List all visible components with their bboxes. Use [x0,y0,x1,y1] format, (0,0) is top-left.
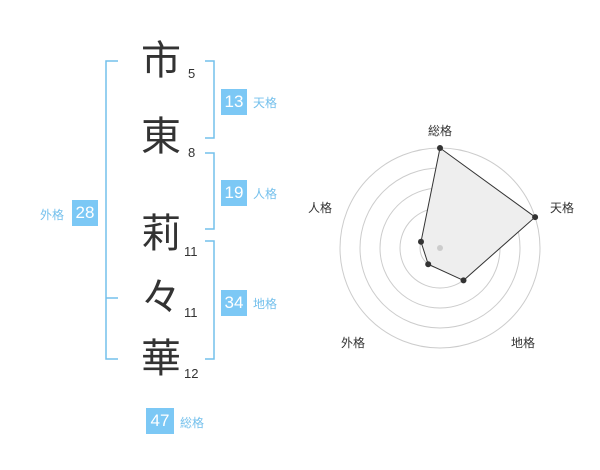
radar-point [437,145,443,151]
stroke-count: 11 [184,305,198,320]
radar-area [420,147,536,281]
gaikaku-score: 28 [72,200,98,226]
radar-label-tenkaku: 天格 [550,201,575,215]
radar-center [437,245,443,251]
jinkaku-label: 人格 [253,187,278,201]
chikaku-score: 34 [221,290,247,316]
chikaku-bracket [205,240,215,360]
stroke-count: 12 [184,366,199,381]
jinkaku-score: 19 [221,180,247,206]
name-character: 々 [141,275,181,321]
name-character: 市 [141,38,181,84]
tenkaku-label: 天格 [253,96,278,110]
name-character: 東 [141,114,181,160]
radar-label-gaikaku: 外格 [341,336,366,350]
tenkaku-score: 13 [221,89,247,115]
chikaku-label: 地格 [253,297,278,311]
soukaku-label: 総格 [180,416,205,430]
radar-point [418,238,424,245]
jinkaku-bracket [205,152,215,230]
stroke-count: 11 [184,244,198,259]
radar-point [532,214,539,221]
name-character: 莉 [141,211,181,257]
radar-label-chikaku: 地格 [511,336,536,350]
stroke-count: 5 [188,66,196,81]
name-character: 華 [141,336,181,382]
gaikaku-label: 外格 [40,208,65,222]
radar-label-soukaku: 総格 [428,124,453,138]
radar-point [460,277,467,284]
soukaku-score: 47 [146,408,174,434]
radar-label-jinkaku: 人格 [308,201,333,215]
radar-point [425,261,432,268]
tenkaku-bracket [205,60,215,139]
stroke-count: 8 [188,145,196,160]
gaikaku-bracket [105,60,118,360]
